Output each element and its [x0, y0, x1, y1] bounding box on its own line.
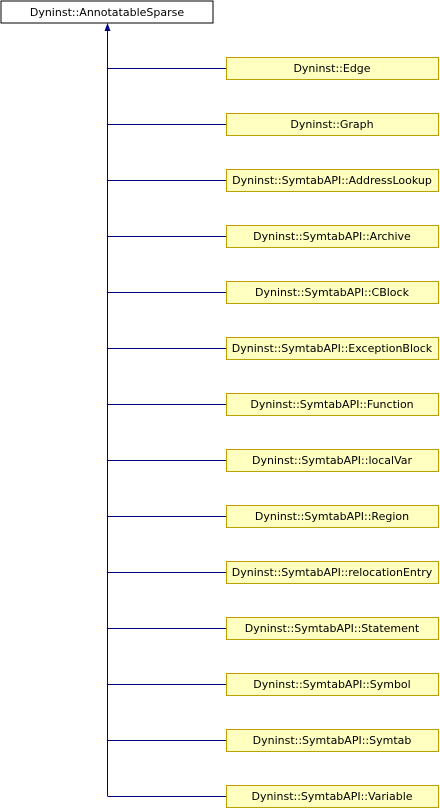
derived-class-node[interactable]: Dyninst::SymtabAPI::Region — [226, 505, 439, 528]
derived-class-node[interactable]: Dyninst::SymtabAPI::Variable — [226, 785, 439, 808]
derived-class-box — [226, 561, 439, 584]
root-class-node[interactable]: Dyninst::AnnotatableSparse — [0, 0, 214, 24]
derived-class-node[interactable]: Dyninst::SymtabAPI::Function — [226, 393, 439, 416]
derived-class-node[interactable]: Dyninst::SymtabAPI::Archive — [226, 225, 439, 248]
derived-class-label: Dyninst::SymtabAPI::Archive — [253, 230, 411, 243]
derived-class-label: Dyninst::SymtabAPI::Variable — [251, 790, 412, 803]
derived-class-node[interactable]: Dyninst::Graph — [226, 113, 439, 136]
derived-class-box — [226, 337, 439, 360]
derived-class-node[interactable]: Dyninst::SymtabAPI::ExceptionBlock — [226, 337, 439, 360]
inheritance-edges — [104, 23, 226, 797]
derived-class-node[interactable]: Dyninst::SymtabAPI::Symtab — [226, 729, 439, 752]
derived-class-box — [226, 729, 439, 752]
derived-class-label: Dyninst::Edge — [293, 62, 370, 75]
derived-class-label: Dyninst::SymtabAPI::Region — [255, 510, 409, 523]
derived-class-box — [226, 57, 439, 80]
derived-class-box — [226, 617, 439, 640]
derived-class-node[interactable]: Dyninst::SymtabAPI::Symbol — [226, 673, 439, 696]
derived-class-label: Dyninst::SymtabAPI::Symbol — [253, 678, 410, 691]
derived-class-node[interactable]: Dyninst::SymtabAPI::relocationEntry — [226, 561, 439, 584]
derived-class-node[interactable]: Dyninst::Edge — [226, 57, 439, 80]
derived-class-label: Dyninst::SymtabAPI::ExceptionBlock — [232, 342, 433, 355]
derived-class-label: Dyninst::SymtabAPI::Symtab — [253, 734, 412, 747]
root-class-label: Dyninst::AnnotatableSparse — [30, 6, 185, 19]
derived-class-box — [226, 673, 439, 696]
derived-class-box — [226, 225, 439, 248]
derived-class-node[interactable]: Dyninst::SymtabAPI::localVar — [226, 449, 439, 472]
derived-class-node[interactable]: Dyninst::SymtabAPI::AddressLookup — [226, 169, 439, 192]
derived-class-label: Dyninst::Graph — [290, 118, 373, 131]
derived-class-node[interactable]: Dyninst::SymtabAPI::Statement — [226, 617, 439, 640]
derived-class-box — [226, 449, 439, 472]
derived-class-label: Dyninst::SymtabAPI::relocationEntry — [232, 566, 433, 579]
inheritance-arrowhead — [104, 23, 111, 31]
derived-class-node[interactable]: Dyninst::SymtabAPI::CBlock — [226, 281, 439, 304]
derived-class-box — [226, 281, 439, 304]
derived-classes: Dyninst::EdgeDyninst::GraphDyninst::Symt… — [226, 57, 439, 808]
derived-class-label: Dyninst::SymtabAPI::localVar — [252, 454, 413, 467]
derived-class-box — [226, 393, 439, 416]
derived-class-label: Dyninst::SymtabAPI::AddressLookup — [232, 174, 432, 187]
derived-class-box — [226, 169, 439, 192]
derived-class-label: Dyninst::SymtabAPI::Statement — [245, 622, 420, 635]
root-class-box — [0, 0, 214, 24]
derived-class-box — [226, 505, 439, 528]
derived-class-box — [226, 113, 439, 136]
derived-class-label: Dyninst::SymtabAPI::CBlock — [255, 286, 410, 299]
derived-class-label: Dyninst::SymtabAPI::Function — [250, 398, 413, 411]
